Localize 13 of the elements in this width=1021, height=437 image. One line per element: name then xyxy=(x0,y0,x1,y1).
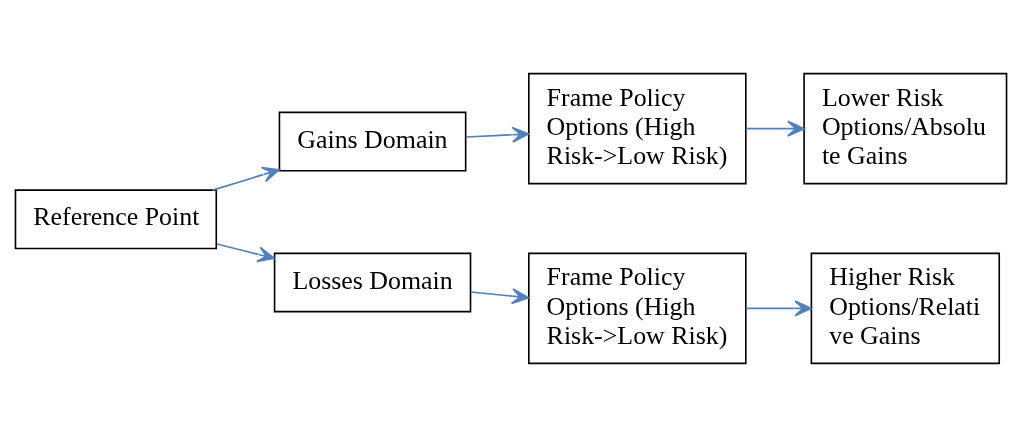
arrow xyxy=(211,166,280,191)
node-box: Frame Policy Options (High Risk->Low Risk) xyxy=(527,252,747,365)
node-box: Reference Point xyxy=(14,189,217,250)
node-box: Higher Risk Options/Relati ve Gains xyxy=(810,252,1000,365)
node-box: Losses Domain xyxy=(273,252,471,313)
node-box: Gains Domain xyxy=(278,111,466,172)
arrow xyxy=(215,243,275,263)
arrow xyxy=(465,126,529,143)
node-box: Frame Policy Options (High Risk->Low Risk) xyxy=(527,72,747,185)
arrow xyxy=(744,300,812,317)
arrow xyxy=(469,288,529,305)
arrow xyxy=(744,120,805,137)
node-box: Lower Risk Options/Absolu te Gains xyxy=(802,72,1007,185)
